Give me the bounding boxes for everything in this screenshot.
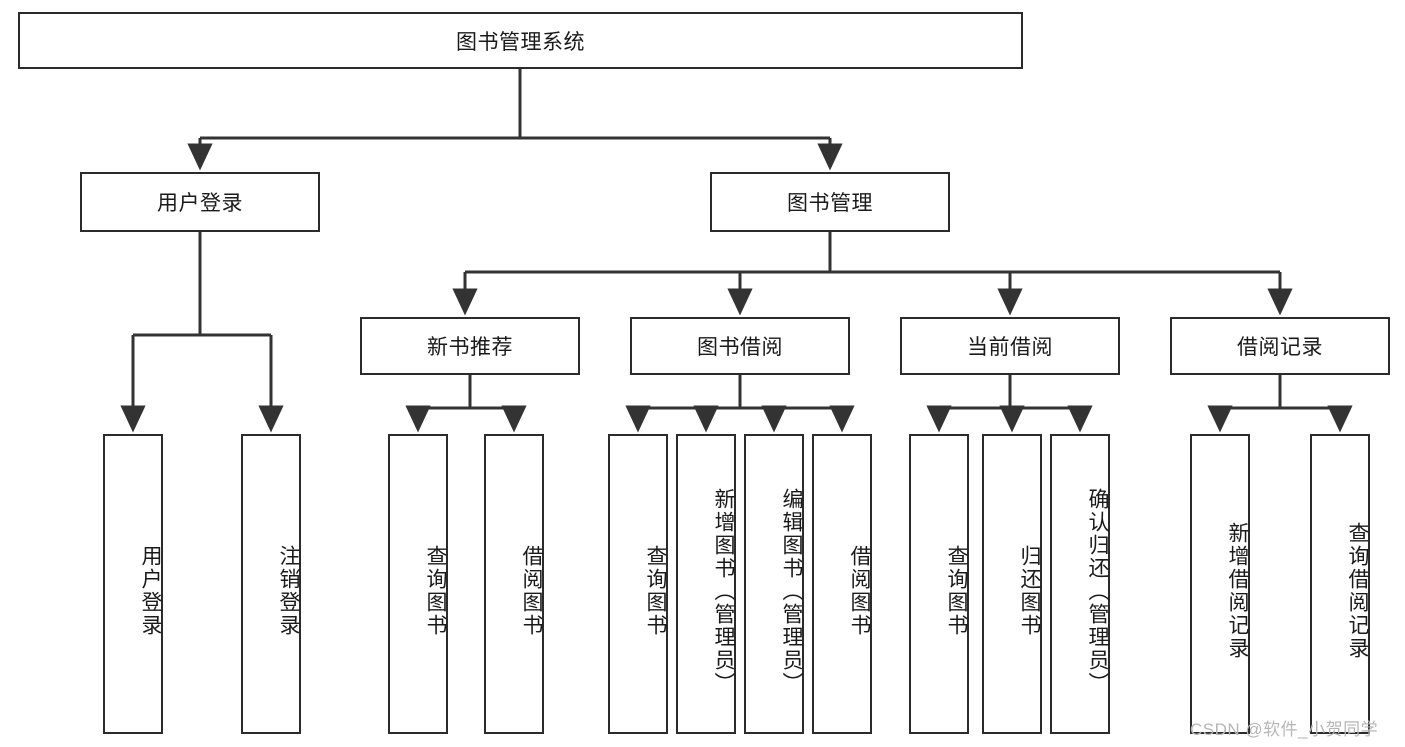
leaf-edit-book-admin-label: 编辑图书（管理员） — [780, 487, 803, 695]
leaf-confirm-return-admin[interactable]: 确认归还（管理员） — [1050, 434, 1110, 734]
leaf-logout[interactable]: 注销登录 — [241, 434, 301, 734]
leaf-user-login-label: 用户登录 — [139, 545, 162, 637]
leaf-add-book-admin-label: 新增图书（管理员） — [712, 487, 735, 695]
node-borrow-record[interactable]: 借阅记录 — [1170, 317, 1390, 375]
leaf-query-book-borrow[interactable]: 查询图书 — [608, 434, 668, 734]
node-book-borrow-label: 图书借阅 — [697, 336, 783, 359]
leaf-edit-book-admin[interactable]: 编辑图书（管理员） — [744, 434, 804, 734]
leaf-borrow-book-newbook-label: 借阅图书 — [520, 545, 543, 637]
leaf-query-book-newbook[interactable]: 查询图书 — [388, 434, 448, 734]
node-current-borrow-label: 当前借阅 — [967, 336, 1053, 359]
leaf-query-borrow-record[interactable]: 查询借阅记录 — [1310, 434, 1370, 734]
leaf-return-book[interactable]: 归还图书 — [982, 434, 1042, 734]
leaf-query-book-current-label: 查询图书 — [945, 545, 968, 637]
leaf-user-login[interactable]: 用户登录 — [103, 434, 163, 734]
leaf-logout-label: 注销登录 — [277, 545, 300, 637]
leaf-add-borrow-record-label: 新增借阅记录 — [1226, 522, 1249, 660]
leaf-return-book-label: 归还图书 — [1018, 545, 1041, 637]
leaf-confirm-return-admin-label: 确认归还（管理员） — [1086, 487, 1109, 695]
leaf-query-book-borrow-label: 查询图书 — [644, 545, 667, 637]
leaf-borrow-book-borrow[interactable]: 借阅图书 — [812, 434, 872, 734]
node-new-book-recommend-label: 新书推荐 — [427, 336, 513, 359]
watermark: CSDN @软件_小贺同学 — [1190, 720, 1379, 739]
node-borrow-record-label: 借阅记录 — [1237, 336, 1323, 359]
node-user-login[interactable]: 用户登录 — [80, 172, 320, 232]
node-user-login-label: 用户登录 — [157, 192, 243, 215]
node-root[interactable]: 图书管理系统 — [18, 12, 1023, 69]
leaf-add-book-admin[interactable]: 新增图书（管理员） — [676, 434, 736, 734]
leaf-query-book-current[interactable]: 查询图书 — [909, 434, 969, 734]
leaf-add-borrow-record[interactable]: 新增借阅记录 — [1190, 434, 1250, 734]
leaf-query-book-newbook-label: 查询图书 — [424, 545, 447, 637]
node-current-borrow[interactable]: 当前借阅 — [900, 317, 1120, 375]
node-new-book-recommend[interactable]: 新书推荐 — [360, 317, 580, 375]
node-book-borrow[interactable]: 图书借阅 — [630, 317, 850, 375]
leaf-query-borrow-record-label: 查询借阅记录 — [1346, 522, 1369, 660]
node-book-management[interactable]: 图书管理 — [710, 172, 950, 232]
node-root-label: 图书管理系统 — [456, 30, 585, 54]
leaf-borrow-book-newbook[interactable]: 借阅图书 — [484, 434, 544, 734]
node-book-management-label: 图书管理 — [787, 192, 873, 215]
leaf-borrow-book-borrow-label: 借阅图书 — [848, 545, 871, 637]
